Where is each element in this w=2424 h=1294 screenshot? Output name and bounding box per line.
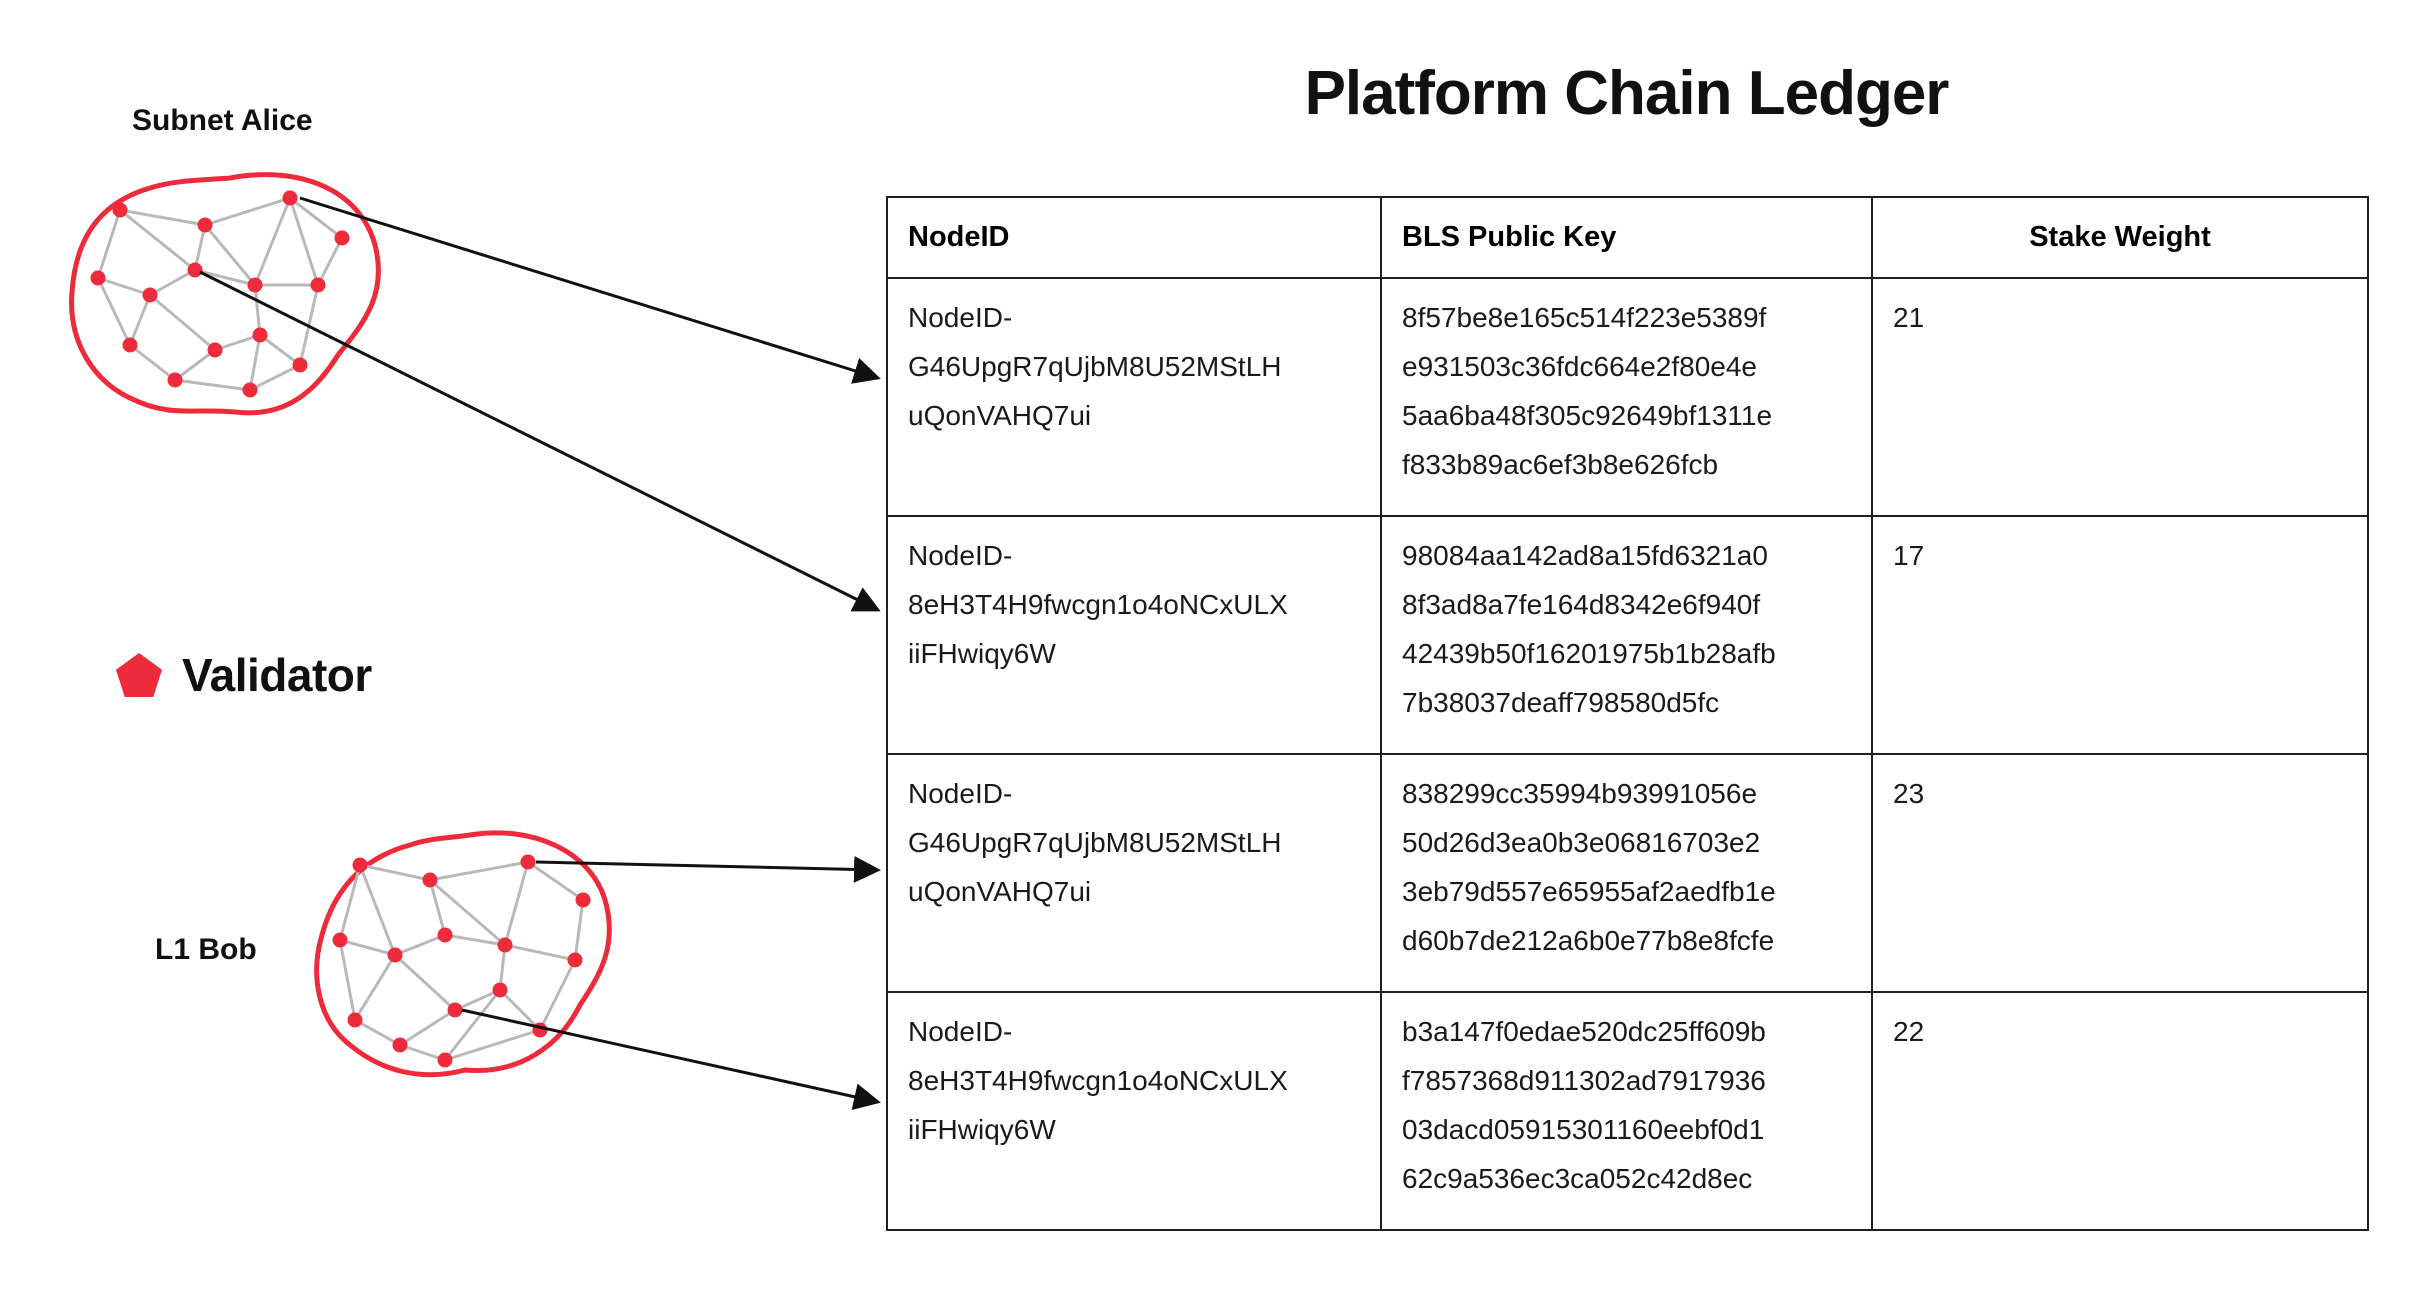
nodeid-cell: NodeID- 8eH3T4H9fwcgn1o4oNCxULX iiFHwiqy… (886, 515, 1382, 755)
l1-bob-network (314, 830, 612, 1078)
bls-public-key-cell: 8f57be8e165c514f223e5389f e931503c36fdc6… (1380, 277, 1873, 517)
validator-legend: Validator (116, 648, 372, 702)
subnet-alice-label: Subnet Alice (132, 104, 313, 137)
col-header-nodeid: NodeID (886, 196, 1382, 279)
stake-weight-cell: 17 (1871, 515, 2369, 755)
arrow-bob-to-row3 (535, 855, 881, 883)
stake-weight-cell: 22 (1871, 991, 2369, 1231)
arrow-bob-to-row4 (461, 1008, 881, 1110)
table-row: NodeID- 8eH3T4H9fwcgn1o4oNCxULX iiFHwiqy… (886, 991, 2369, 1231)
platform-chain-ledger-table: NodeID BLS Public Key Stake Weight NodeI… (886, 196, 2369, 1231)
l1-bob-label: L1 Bob (155, 933, 257, 966)
arrow-alice-to-row2 (199, 270, 881, 612)
validator-pentagon-icon (116, 653, 162, 697)
bls-public-key-cell: 838299cc35994b93991056e 50d26d3ea0b3e068… (1380, 753, 1873, 993)
nodeid-cell: NodeID- 8eH3T4H9fwcgn1o4oNCxULX iiFHwiqy… (886, 991, 1382, 1231)
nodeid-cell: NodeID- G46UpgR7qUjbM8U52MStLH uQonVAHQ7… (886, 277, 1382, 517)
bls-public-key-cell: 98084aa142ad8a15fd6321a0 8f3ad8a7fe164d8… (1380, 515, 1873, 755)
stake-weight-cell: 21 (1871, 277, 2369, 517)
bls-public-key-cell: b3a147f0edae520dc25ff609b f7857368d91130… (1380, 991, 1873, 1231)
subnet-alice-validator-nodes (90, 190, 350, 398)
arrow-alice-to-row1 (299, 196, 881, 384)
col-header-stake-weight: Stake Weight (1871, 196, 2369, 279)
table-header-row: NodeID BLS Public Key Stake Weight (886, 196, 2369, 279)
l1-bob-validator-nodes (332, 854, 591, 1068)
nodeid-cell: NodeID- G46UpgR7qUjbM8U52MStLH uQonVAHQ7… (886, 753, 1382, 993)
table-row: NodeID- 8eH3T4H9fwcgn1o4oNCxULX iiFHwiqy… (886, 515, 2369, 755)
mapping-arrows (199, 196, 881, 1110)
subnet-alice-boundary (69, 172, 381, 416)
page-title: Platform Chain Ledger (1304, 59, 1950, 128)
validator-legend-label: Validator (182, 649, 372, 701)
col-header-bls-public-key: BLS Public Key (1380, 196, 1873, 279)
table-row: NodeID- G46UpgR7qUjbM8U52MStLH uQonVAHQ7… (886, 277, 2369, 517)
table-row: NodeID- G46UpgR7qUjbM8U52MStLH uQonVAHQ7… (886, 753, 2369, 993)
l1-bob-edges (338, 860, 585, 1062)
subnet-alice-edges (96, 196, 344, 392)
subnet-alice-network (69, 172, 381, 416)
stake-weight-cell: 23 (1871, 753, 2369, 993)
